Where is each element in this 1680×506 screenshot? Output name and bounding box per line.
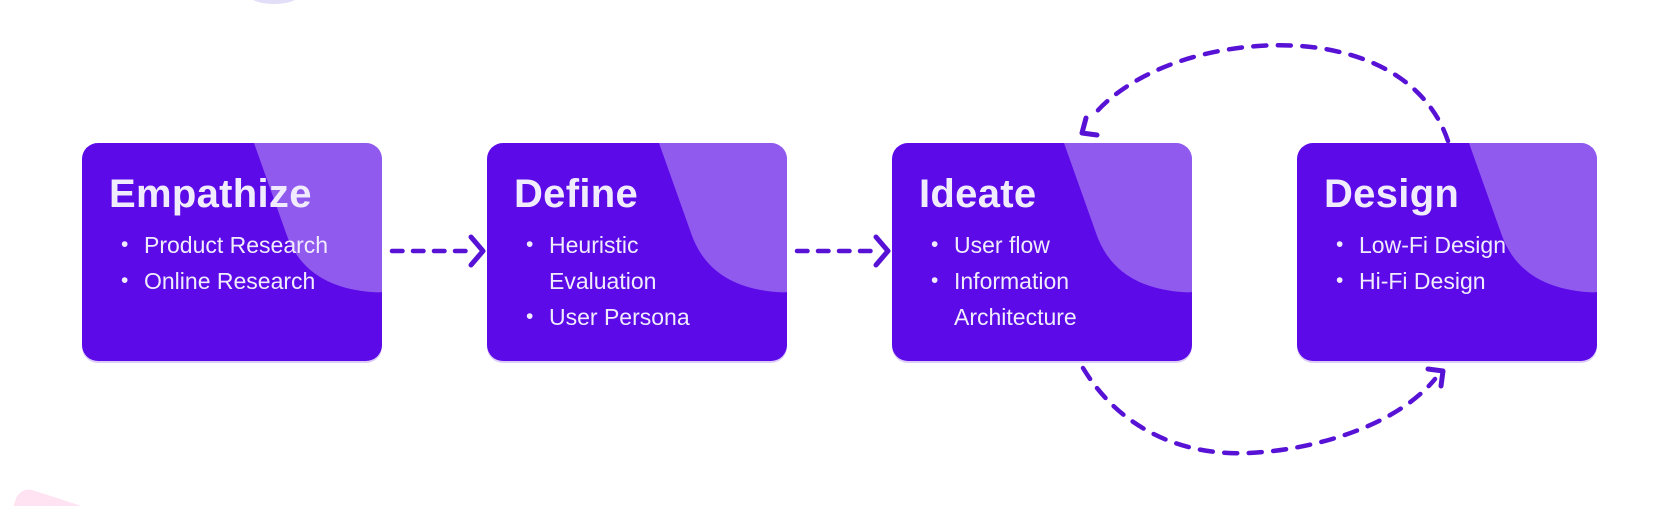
- stage-title: Define: [514, 172, 639, 216]
- bullet-label: User flow: [954, 232, 1050, 258]
- arrow-design-to-ideate-top-curve: [1079, 43, 1451, 144]
- bullet-label: User Persona: [549, 304, 690, 330]
- arrow-define-to-ideate: [794, 234, 891, 268]
- bullet-label: Product Research: [144, 232, 329, 258]
- stage-card-design: Design • Low-Fi Design • Hi-Fi Design: [1297, 143, 1597, 361]
- stage-bullet-list: • Low-Fi Design • Hi-Fi Design: [1324, 227, 1573, 299]
- stage-title: Empathize: [109, 172, 312, 216]
- bullet-label: Low-Fi Design: [1359, 232, 1506, 258]
- bullet-dot: •: [931, 233, 939, 256]
- stage-card-ideate: Ideate • User flow • Information Archite…: [892, 143, 1192, 361]
- stage-title: Design: [1324, 172, 1460, 216]
- bullet-item: • Hi-Fi Design: [1336, 263, 1573, 299]
- bullet-item: • Product Research: [121, 227, 358, 263]
- bullet-item: • Low-Fi Design: [1336, 227, 1573, 263]
- bullet-item: • User flow: [931, 227, 1168, 263]
- bullet-item: • User Persona: [526, 299, 763, 335]
- stage-title: Ideate: [919, 172, 1037, 216]
- bullet-dot: •: [931, 269, 939, 292]
- bullet-item: • Heuristic Evaluation: [526, 227, 763, 299]
- bullet-label: Online Research: [144, 268, 316, 294]
- arrowhead-down-left-icon: [1079, 115, 1100, 138]
- arrowhead-up-right-icon: [1425, 366, 1446, 389]
- lavender-ellipse-decoration: [250, 0, 298, 4]
- bullet-dot: •: [121, 269, 129, 292]
- stage-card-define: Define • Heuristic Evaluation • User Per…: [487, 143, 787, 361]
- bullet-item: • Online Research: [121, 263, 358, 299]
- bullet-dot: •: [526, 233, 534, 256]
- arrow-empathize-to-define: [389, 234, 486, 268]
- bullet-dot: •: [526, 305, 534, 328]
- stage-bullet-list: • User flow • Information Architecture: [919, 227, 1168, 335]
- stage-bullet-list: • Heuristic Evaluation • User Persona: [514, 227, 763, 335]
- pink-corner-decoration: [0, 486, 135, 506]
- stage-bullet-list: • Product Research • Online Research: [109, 227, 358, 299]
- bullet-label: Heuristic Evaluation: [549, 232, 657, 294]
- arrowhead-right-icon: [468, 234, 486, 268]
- bullet-item: • Information Architecture: [931, 263, 1168, 335]
- bullet-dot: •: [1336, 233, 1344, 256]
- bullet-dot: •: [1336, 269, 1344, 292]
- bullet-label: Information Architecture: [954, 268, 1077, 330]
- arrow-ideate-to-design-bottom-curve: [1080, 365, 1446, 456]
- stage-card-empathize: Empathize • Product Research • Online Re…: [82, 143, 382, 361]
- bullet-dot: •: [121, 233, 129, 256]
- arrowhead-right-icon: [873, 234, 891, 268]
- bullet-label: Hi-Fi Design: [1359, 268, 1486, 294]
